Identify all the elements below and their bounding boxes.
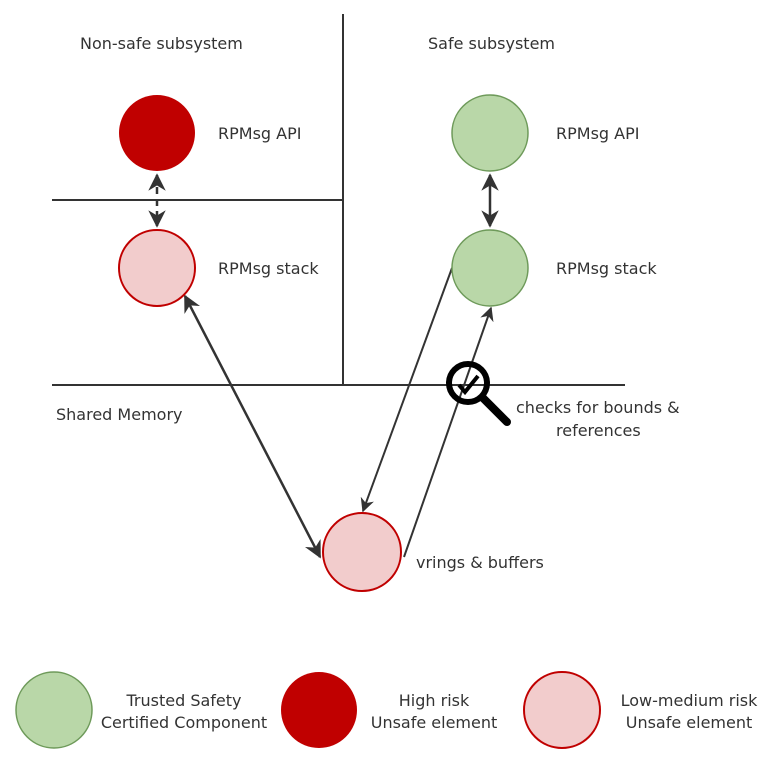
region-shared-label: Shared Memory: [56, 405, 182, 424]
legend-swatch-high: [281, 672, 357, 748]
check-label-1: checks for bounds &: [516, 398, 680, 417]
legend-low-line2: Unsafe element: [626, 713, 753, 732]
node-s-api-label: RPMsg API: [556, 124, 639, 143]
legend-trusted-line2: Certified Component: [101, 713, 267, 732]
region-non-safe-label: Non-safe subsystem: [80, 34, 243, 53]
node-s-stack: [451, 229, 529, 307]
legend-low-line1: Low-medium risk: [621, 691, 758, 710]
legend-trusted-line1: Trusted Safety: [125, 691, 241, 710]
node-vrings: [322, 512, 402, 592]
arrow-s-stack-to-vrings: [360, 267, 453, 513]
arrow-vrings-to-s-stack: [403, 306, 494, 558]
region-safe-label: Safe subsystem: [428, 34, 555, 53]
node-s-api: [451, 94, 529, 172]
check-label-2: references: [556, 421, 641, 440]
node-ns-api: [119, 95, 195, 171]
legend-swatch-low: [523, 671, 601, 749]
legend-high-line2: Unsafe element: [371, 713, 498, 732]
node-ns-stack-label: RPMsg stack: [218, 259, 319, 278]
legend-high-line1: High risk: [399, 691, 470, 710]
legend-swatch-trusted: [15, 671, 93, 749]
node-ns-stack: [118, 229, 196, 307]
node-ns-api-label: RPMsg API: [218, 124, 301, 143]
node-s-stack-label: RPMsg stack: [556, 259, 657, 278]
node-vrings-label: vrings & buffers: [416, 553, 544, 572]
magnifier-check-icon: [446, 361, 511, 426]
arrow-ns-stack-vrings: [183, 294, 322, 559]
